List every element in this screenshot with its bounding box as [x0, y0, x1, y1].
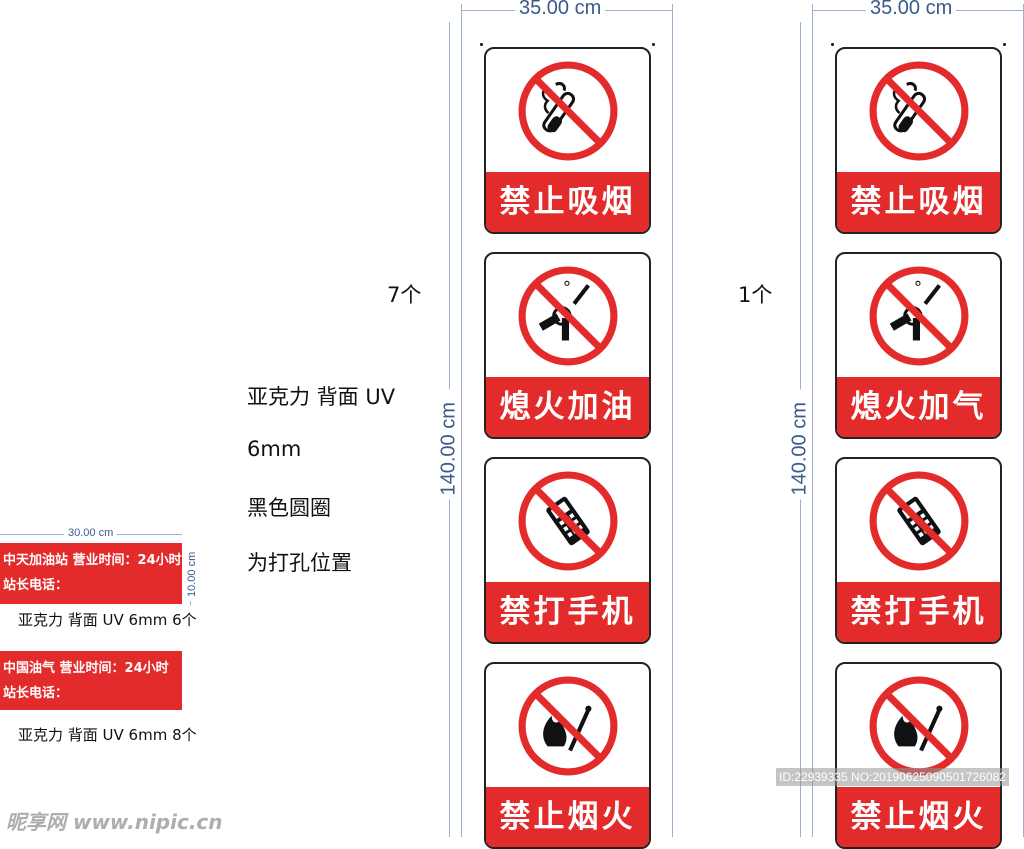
sign-caption: 熄火加油: [486, 377, 649, 437]
station-label-zhongguo: 中国油气 营业时间：24小时 站长电话：: [0, 651, 182, 710]
width-dimension: 35.00 cm: [866, 0, 957, 20]
safety-sign: 禁止烟火: [835, 662, 1002, 849]
width-dimension: 35.00 cm: [515, 0, 606, 20]
quantity-label: 7个: [387, 283, 422, 307]
sign-caption: 禁止吸烟: [837, 172, 1000, 232]
guide-line: [812, 4, 813, 837]
note-hole-position: 为打孔位置: [247, 551, 352, 575]
height-dimension: 140.00 cm: [788, 389, 812, 500]
sign-caption: 禁打手机: [486, 582, 649, 642]
label-height-dimension: 10.00 cm: [186, 543, 198, 601]
safety-sign: 禁打手机: [484, 457, 651, 644]
height-dimension: 140.00 cm: [437, 389, 461, 500]
sign-caption: 禁止烟火: [486, 787, 649, 847]
sign-caption: 禁止烟火: [837, 787, 1000, 847]
label-note: 亚克力 背面 UV 6mm 6个: [18, 611, 197, 629]
sign-caption: 禁打手机: [837, 582, 1000, 642]
safety-sign: 禁打手机: [835, 457, 1002, 644]
label-line1: 中天加油站 营业时间：24小时: [3, 553, 182, 568]
label-width-dimension: 30.00 cm: [64, 527, 118, 539]
watermark-logo: 昵享网 www.nipic.cn: [6, 810, 223, 834]
guide-line: [672, 4, 673, 837]
label-note: 亚克力 背面 UV 6mm 8个: [18, 726, 197, 744]
label-line2: 站长电话：: [3, 686, 69, 701]
quantity-label: 1个: [738, 283, 773, 307]
watermark-id: ID:22939335 NO:20190625090501726082: [776, 768, 1009, 786]
label-line2: 站长电话：: [3, 578, 69, 593]
label-line1: 中国油气 营业时间：24小时: [3, 661, 169, 676]
station-label-zhongtian: 中天加油站 营业时间：24小时 站长电话：: [0, 543, 182, 604]
safety-sign: 禁止烟火: [484, 662, 651, 849]
safety-sign: 熄火加油: [484, 252, 651, 439]
safety-sign: 禁止吸烟: [484, 47, 651, 234]
note-material: 亚克力 背面 UV: [247, 385, 396, 409]
hole-marker: [831, 43, 834, 46]
note-black-circle: 黑色圆圈: [247, 496, 331, 520]
hole-marker: [652, 43, 655, 46]
safety-sign: 熄火加气: [835, 252, 1002, 439]
note-thickness: 6mm: [247, 437, 302, 461]
sign-caption: 禁止吸烟: [486, 172, 649, 232]
sign-caption: 熄火加气: [837, 377, 1000, 437]
guide-line: [461, 4, 462, 837]
hole-marker: [480, 43, 483, 46]
hole-marker: [1003, 43, 1006, 46]
safety-sign: 禁止吸烟: [835, 47, 1002, 234]
